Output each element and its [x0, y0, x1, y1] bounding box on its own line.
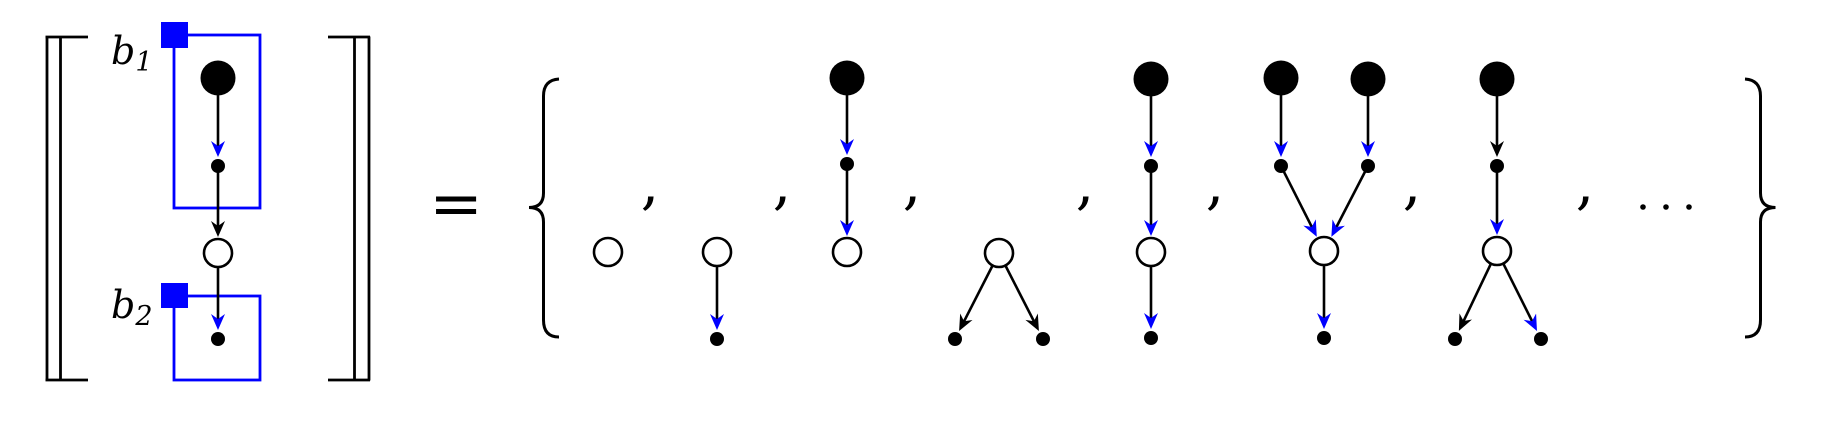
- tree-6-two-bigs-converge: [1263, 60, 1386, 345]
- lhs-node-open-circle: [202, 237, 234, 269]
- label-b1: b1: [111, 29, 153, 78]
- set5-node-dot-circle: [1144, 331, 1158, 345]
- set4-node-dot-circle: [948, 332, 962, 346]
- comma-separator: ,: [641, 149, 659, 217]
- lhs-node-dot-circle: [211, 332, 225, 346]
- tree-7-big-dot-open-branch: [1448, 61, 1548, 346]
- set4-arrow-black-head: [959, 264, 995, 331]
- comma-separator: ,: [773, 149, 791, 217]
- set7-node-dot-circle: [1448, 332, 1462, 346]
- set3-node-dot-circle: [840, 157, 854, 171]
- set6-node-open-circle: [1308, 235, 1340, 267]
- label-b2: b2: [111, 283, 153, 332]
- set6-node-dot-circle: [1274, 159, 1288, 173]
- tree-4-open-branch-two-dots: [948, 237, 1050, 346]
- set4-arrow-black-head: [1003, 264, 1039, 331]
- lhs-node-big-circle: [200, 60, 236, 96]
- set7-arrow-black-head: [1458, 262, 1493, 331]
- lhs-term-graph: [200, 60, 236, 346]
- comma-separator: ,: [1576, 149, 1594, 217]
- ellipsis-dot: [1686, 204, 1692, 210]
- set6-node-big-circle: [1263, 60, 1299, 96]
- set3-node-open-circle: [831, 236, 863, 268]
- comma-separator: ,: [1076, 149, 1094, 217]
- set6-node-big-circle: [1350, 61, 1386, 97]
- set5-node-big-circle: [1133, 61, 1169, 97]
- set1-node-open-circle: [592, 236, 624, 268]
- tree-2-open-to-dot: [701, 236, 733, 346]
- ellipsis-dots: [1640, 204, 1692, 210]
- set2-node-dot-circle: [710, 332, 724, 346]
- set7-arrow-blue-head: [1501, 262, 1537, 331]
- semantic-bracket-left-icon: [45, 35, 88, 382]
- ellipsis-dot: [1640, 204, 1646, 210]
- set-brace-open-icon: [528, 77, 560, 339]
- lhs-node-dot-circle: [211, 159, 225, 173]
- set7-node-dot-circle: [1534, 332, 1548, 346]
- tree-3-big-dot-open: [829, 60, 865, 268]
- set7-node-dot-circle: [1490, 159, 1504, 173]
- set7-node-open-circle: [1481, 235, 1513, 267]
- set6-arrow-blue-head: [1282, 171, 1317, 237]
- blue-corner-square: [161, 22, 188, 48]
- comma-separators: ,,,,,,,: [641, 149, 1594, 217]
- set3-node-big-circle: [829, 60, 865, 96]
- ellipsis-dot: [1663, 204, 1669, 210]
- blue-corner-square: [161, 283, 188, 308]
- tree-1-single-open-circle: [592, 236, 624, 268]
- comma-separator: ,: [1206, 149, 1224, 217]
- set6-node-dot-circle: [1317, 331, 1331, 345]
- set4-node-dot-circle: [1036, 332, 1050, 346]
- comma-separator: ,: [1403, 149, 1421, 217]
- set-brace-close-icon: [1744, 77, 1776, 339]
- set-elements: [592, 60, 1548, 346]
- set6-arrow-blue-head: [1331, 171, 1367, 237]
- set5-node-dot-circle: [1144, 159, 1158, 173]
- set4-node-open-circle: [983, 237, 1015, 269]
- comma-separator: ,: [903, 149, 921, 217]
- tree-5-big-dot-open-dot: [1133, 61, 1169, 345]
- set2-node-open-circle: [701, 236, 733, 268]
- semantic-bracket-right-icon: [328, 35, 371, 382]
- equals-sign: =: [429, 167, 483, 241]
- set7-node-big-circle: [1479, 61, 1515, 97]
- set6-node-dot-circle: [1361, 159, 1375, 173]
- set5-node-open-circle: [1135, 236, 1167, 268]
